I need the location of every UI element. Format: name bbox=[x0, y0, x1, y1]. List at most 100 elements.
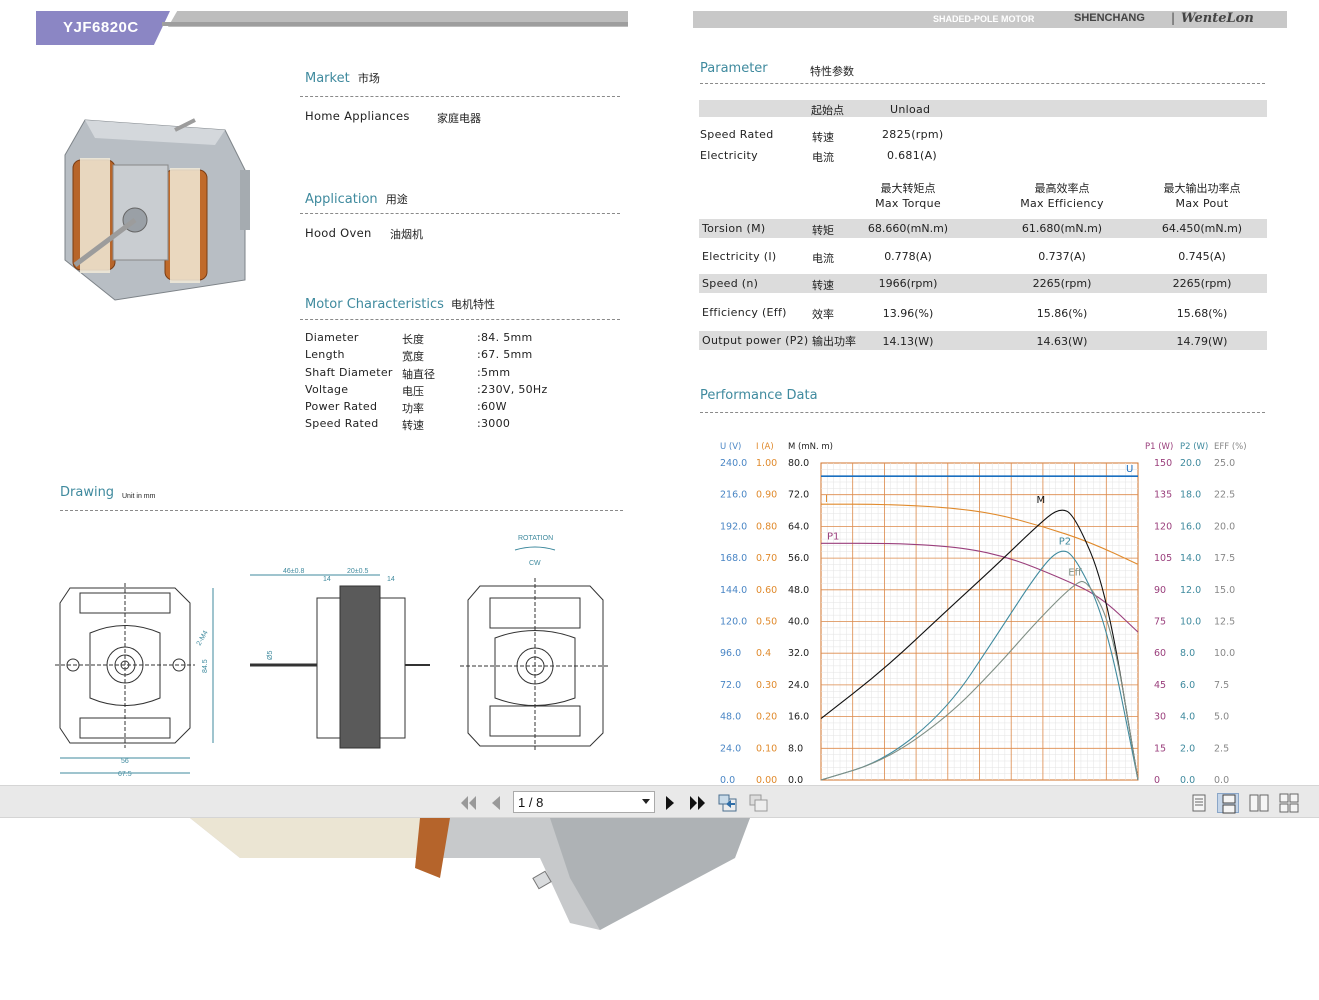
tick-label-i: 0.00 bbox=[756, 775, 777, 785]
char-label-cn: 功率 bbox=[402, 402, 424, 416]
first-page-button[interactable] bbox=[457, 793, 479, 813]
start-label-cn: 起始点 bbox=[811, 104, 844, 117]
export-icon bbox=[718, 794, 737, 812]
copy-icon bbox=[749, 794, 768, 812]
tick-label-i: 0.80 bbox=[756, 521, 777, 532]
parameter-title-cn: 特性参数 bbox=[810, 65, 854, 78]
param-value: 14.79(W) bbox=[1176, 335, 1228, 348]
performance-title: Performance Data bbox=[700, 388, 818, 403]
drawing-title: Drawing bbox=[60, 485, 115, 500]
tick-label-i: 0.4 bbox=[756, 648, 771, 659]
characteristics-title-en: Motor Characteristics bbox=[305, 297, 444, 312]
col-header-en: Max Efficiency bbox=[1020, 197, 1104, 210]
characteristics-list: Diameter 长度 :84. 5mm Length 宽度 :67. 5mm … bbox=[305, 331, 625, 435]
param-label-en: Output power (P2) bbox=[702, 334, 809, 347]
tick-label-m: 24.0 bbox=[788, 680, 809, 691]
param-row-band bbox=[699, 331, 1267, 350]
side-view bbox=[250, 585, 430, 749]
technical-drawing: 56 67.5 84.5 2-M4 46±0.8 20±0.5 14 14 bbox=[55, 528, 635, 783]
chevron-down-icon bbox=[642, 799, 650, 804]
model-badge: YJF6820C bbox=[36, 11, 170, 45]
export-button[interactable] bbox=[717, 793, 739, 813]
tick-label-i: 0.30 bbox=[756, 680, 777, 691]
char-label-en: Diameter bbox=[305, 331, 359, 344]
char-row: Diameter 长度 :84. 5mm bbox=[305, 331, 625, 348]
brand-separator: | bbox=[1171, 11, 1176, 25]
last-page-icon bbox=[690, 796, 705, 810]
tick-label-u: 96.0 bbox=[720, 648, 741, 659]
motor-photo bbox=[55, 110, 270, 305]
continuous-view-button[interactable] bbox=[1217, 793, 1239, 814]
tick-label-p1: 30 bbox=[1154, 712, 1166, 723]
next-page-button[interactable] bbox=[659, 793, 681, 813]
axis-label-u: U (V) bbox=[720, 442, 741, 452]
application-value-en: Hood Oven bbox=[305, 226, 372, 240]
brand-main-label: SHENCHANG bbox=[1074, 12, 1145, 24]
col-header-en: Max Pout bbox=[1175, 197, 1229, 210]
series-label-p2: P2 bbox=[1059, 537, 1071, 548]
param-value: 0.737(A) bbox=[1038, 250, 1086, 263]
tick-label-p1: 15 bbox=[1154, 743, 1166, 754]
market-title-cn: 市场 bbox=[357, 72, 380, 85]
tick-label-m: 72.0 bbox=[788, 490, 809, 501]
copy-button[interactable] bbox=[748, 793, 770, 813]
col-header-cn: 最大输出功率点 bbox=[1163, 182, 1241, 195]
unload-elec-en: Electricity bbox=[700, 149, 758, 162]
param-value: 13.96(%) bbox=[882, 307, 934, 320]
dim-20: 20±0.5 bbox=[347, 568, 368, 575]
prev-page-button[interactable] bbox=[485, 793, 507, 813]
tick-label-m: 16.0 bbox=[788, 712, 809, 723]
application-title-cn: 用途 bbox=[385, 193, 408, 206]
char-row: Voltage 电压 :230V, 50Hz bbox=[305, 383, 625, 400]
application-title: Application 用途 bbox=[305, 191, 408, 207]
unload-speed-val: 2825(rpm) bbox=[882, 128, 944, 141]
tick-label-u: 192.0 bbox=[720, 521, 747, 532]
unload-speed-cn: 转速 bbox=[812, 131, 834, 144]
axis-label-m: M (mN. m) bbox=[788, 442, 833, 452]
tick-label-p2: 12.0 bbox=[1180, 585, 1201, 596]
last-page-button[interactable] bbox=[687, 793, 709, 813]
param-label-cn: 电流 bbox=[812, 252, 834, 265]
single-page-icon bbox=[1192, 794, 1206, 812]
tick-label-u: 24.0 bbox=[720, 743, 741, 754]
param-label-en: Electricity (I) bbox=[702, 250, 777, 263]
series-label-p1: P1 bbox=[827, 531, 839, 542]
unload-elec-cn: 电流 bbox=[812, 151, 834, 164]
tick-label-p1: 120 bbox=[1154, 521, 1172, 532]
market-value-cn: 家庭电器 bbox=[437, 112, 481, 125]
tick-label-eff: 12.5 bbox=[1214, 617, 1235, 628]
series-label-eff: Eff bbox=[1068, 568, 1082, 579]
unload-band bbox=[699, 100, 1267, 117]
page-select[interactable]: 1 / 8 bbox=[513, 791, 655, 813]
tick-label-p1: 150 bbox=[1154, 458, 1172, 469]
param-label-cn: 转速 bbox=[812, 279, 834, 292]
param-value: 61.680(mN.m) bbox=[1021, 222, 1103, 235]
continuous-page-icon bbox=[1222, 794, 1236, 814]
char-label-cn: 轴直径 bbox=[402, 367, 435, 381]
tick-label-m: 40.0 bbox=[788, 617, 809, 628]
left-page: YJF6820C Market 市场 Home Appliances 家庭电器 … bbox=[0, 0, 660, 785]
next-page-icon bbox=[666, 796, 674, 810]
char-value: :5mm bbox=[477, 365, 511, 379]
series-label-i: I bbox=[825, 494, 828, 505]
param-value: 64.450(mN.m) bbox=[1161, 222, 1243, 235]
two-page-view-button[interactable] bbox=[1248, 793, 1270, 813]
char-label-en: Length bbox=[305, 348, 345, 362]
param-value: 2265(rpm) bbox=[1032, 277, 1092, 290]
char-row: Power Rated 功率 :60W bbox=[305, 400, 625, 417]
rotation-mark: ROTATION CW bbox=[514, 535, 556, 567]
axis-label-eff: EFF (%) bbox=[1214, 442, 1247, 452]
param-label-en: Efficiency (Eff) bbox=[702, 306, 787, 319]
header-bar-right: SHADED-POLE MOTOR SHENCHANG | WenteLon bbox=[693, 11, 1287, 28]
single-page-view-button[interactable] bbox=[1188, 793, 1210, 813]
tick-label-i: 0.10 bbox=[756, 743, 777, 754]
tick-label-p1: 90 bbox=[1154, 585, 1166, 596]
param-value: 1966(rpm) bbox=[878, 277, 938, 290]
tick-label-i: 0.20 bbox=[756, 712, 777, 723]
param-label-cn: 效率 bbox=[812, 308, 834, 321]
tick-label-p1: 75 bbox=[1154, 617, 1166, 628]
dim-shaft: Ø5 bbox=[267, 651, 274, 660]
tick-label-p2: 8.0 bbox=[1180, 648, 1195, 659]
two-page-continuous-button[interactable] bbox=[1278, 793, 1300, 813]
